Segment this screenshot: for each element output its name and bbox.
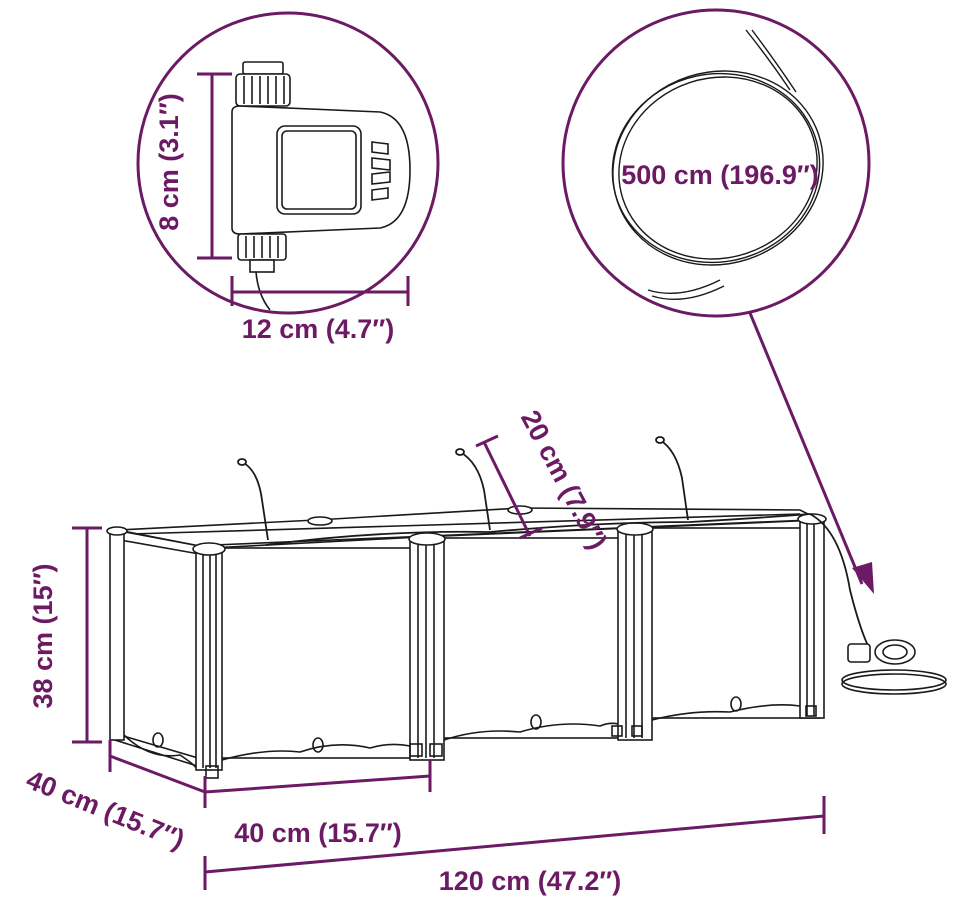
hose-pointer-arrowhead [852,562,874,594]
planter-dimension-lines [72,434,826,890]
hose-length-label: 500 cm (196.9″) [621,160,819,190]
raised-planter-box [106,436,947,779]
box-depth-label: 40 cm (15.7″) [22,764,189,855]
box-height-label: 38 cm (15″) [28,563,58,708]
hose-callout: 500 cm (196.9″) [561,8,874,594]
timer-callout: 8 cm (3.1″) 12 cm (4.7″) [136,11,440,344]
planter-base [123,696,817,779]
drip-stakes [237,436,871,651]
ground-hose-coil [841,639,947,695]
hose-pointer-line [748,312,864,585]
coiled-hose-icon [611,29,824,301]
water-timer-icon [231,61,411,311]
section-width-label: 40 cm (15.7″) [234,818,402,848]
total-width-label: 120 cm (47.2″) [439,866,622,896]
timer-width-label: 12 cm (4.7″) [242,314,395,344]
timer-dimension-lines [197,72,410,306]
timer-height-label: 8 cm (3.1″) [154,93,184,231]
planter-posts [106,505,827,771]
